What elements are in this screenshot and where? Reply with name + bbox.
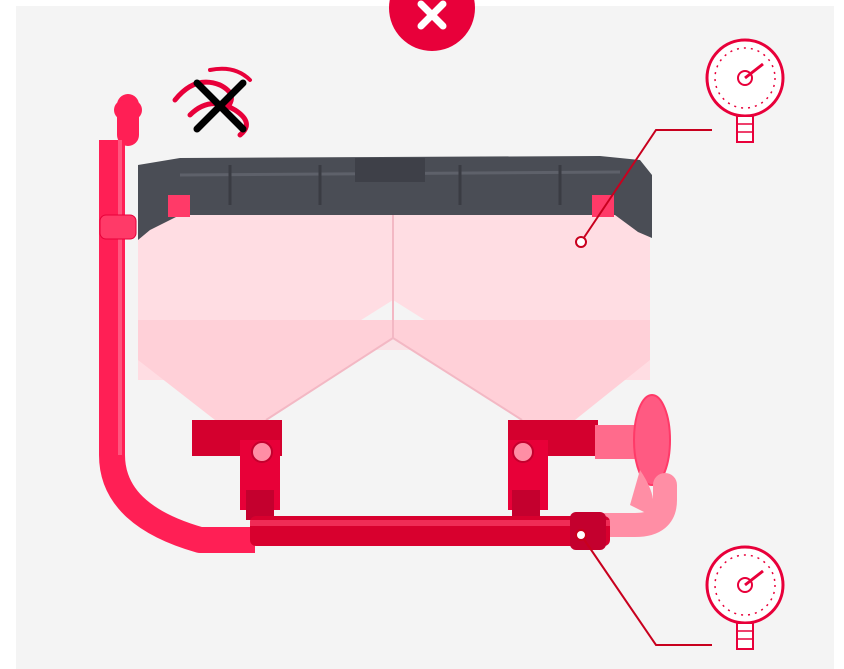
right-metering-unit [508, 420, 598, 520]
tank-body [138, 190, 650, 420]
close-x-icon[interactable] [389, 0, 475, 51]
probe-point-top [576, 237, 586, 247]
no-air-escape-icon [175, 69, 250, 135]
probe-point-bottom [576, 530, 586, 540]
horizontal-air-pipe [250, 512, 610, 550]
left-metering-unit [192, 420, 282, 520]
pressure-gauge-icon [707, 547, 783, 649]
pressure-gauge-icon [707, 40, 783, 142]
